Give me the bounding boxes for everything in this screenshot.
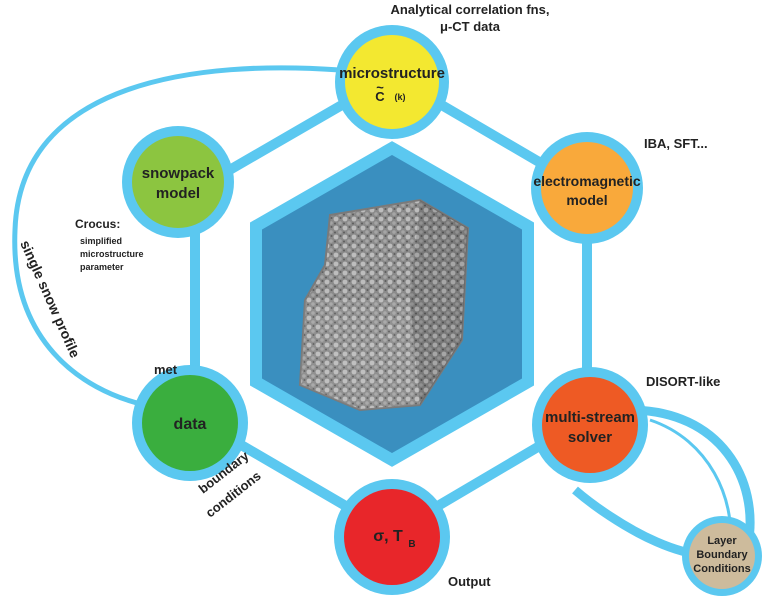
layer-line2: Boundary — [696, 549, 748, 561]
single-snow-profile-arc — [12, 65, 341, 408]
single-snow-profile-label: single snow profile — [17, 238, 83, 361]
multi-stream-solver-node[interactable]: multi-stream solver — [532, 367, 648, 483]
disort-annotation: DISORT-like — [646, 374, 720, 389]
layer-boundary-conditions-node[interactable]: Layer Boundary Conditions — [682, 516, 762, 596]
met-annotation: met — [154, 362, 178, 377]
snow-microstructure-image — [298, 198, 470, 412]
output-node[interactable]: σ, T B — [334, 479, 450, 595]
crocus-line3: parameter — [80, 262, 124, 272]
snowpack-line2: model — [156, 185, 200, 202]
k-symbol: (k) — [395, 92, 406, 102]
data-label: data — [174, 416, 207, 433]
solver-line1: multi-stream — [545, 409, 635, 426]
solver-line2: solver — [568, 429, 612, 446]
snowpack-model-node[interactable]: snowpack model — [122, 126, 234, 238]
snowpack-line1: snowpack — [142, 165, 215, 182]
tilde-mark: ~ — [376, 80, 384, 95]
iba-annotation: IBA, SFT... — [644, 136, 708, 151]
top-annotation-line2: μ-CT data — [440, 19, 501, 34]
data-node[interactable]: data — [132, 365, 248, 481]
sigma-tb-label: σ, T — [373, 528, 403, 545]
electromagnetic-line1: electromagnetic — [533, 173, 641, 189]
top-annotation-line1: Analytical correlation fns, — [391, 2, 550, 17]
electromagnetic-line2: model — [566, 192, 607, 208]
sub-b-label: B — [408, 539, 415, 550]
output-annotation: Output — [448, 574, 491, 589]
layer-line3: Conditions — [693, 563, 750, 575]
crocus-title: Crocus: — [75, 217, 120, 231]
microstructure-node[interactable]: microstructure ~ C (k) — [335, 25, 449, 139]
layer-line1: Layer — [707, 535, 737, 547]
crocus-line2: microstructure — [80, 249, 144, 259]
electromagnetic-model-node[interactable]: electromagnetic model — [531, 132, 643, 244]
microstructure-label: microstructure — [339, 65, 445, 82]
c-symbol: C — [375, 89, 385, 104]
crocus-line1: simplified — [80, 236, 122, 246]
